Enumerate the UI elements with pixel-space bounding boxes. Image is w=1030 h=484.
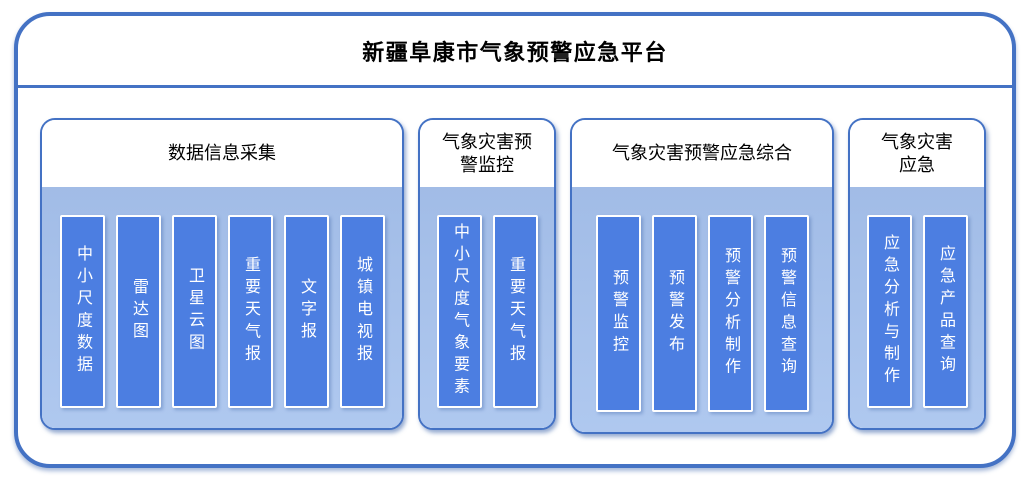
- section-body: 应急分析与制作 应急产品查询: [850, 187, 984, 428]
- section-body: 中小尺度气象要素 重要天气报: [420, 187, 554, 428]
- section-warning-emergency-comprehensive: 气象灾害预警应急综合 预警监控 预警发布 预警分析制作 预警信息查询: [570, 118, 834, 434]
- module-box: 重要天气报: [227, 215, 273, 408]
- module-box: 中小尺度气象要素: [436, 215, 482, 408]
- section-header: 气象灾害预警应急综合: [572, 120, 832, 187]
- module-label: 预警信息查询: [778, 247, 795, 380]
- section-data-collection: 数据信息采集 中小尺度数据 雷达图 卫星云图 重要天气报 文字报 城镇电视报: [40, 118, 404, 430]
- module-box: 应急分析与制作: [866, 215, 912, 408]
- section-disaster-warning-monitoring: 气象灾害预 警监控 中小尺度气象要素 重要天气报: [418, 118, 556, 430]
- section-disaster-emergency: 气象灾害 应急 应急分析与制作 应急产品查询: [848, 118, 986, 430]
- section-title: 数据信息采集: [168, 143, 276, 164]
- section-header: 数据信息采集: [42, 120, 402, 187]
- module-box: 卫星云图: [171, 215, 217, 408]
- module-box: 雷达图: [115, 215, 161, 408]
- module-label: 重要天气报: [242, 256, 259, 367]
- module-box: 预警分析制作: [707, 215, 753, 412]
- section-header: 气象灾害 应急: [850, 120, 984, 187]
- section-header: 气象灾害预 警监控: [420, 120, 554, 187]
- module-box: 预警监控: [595, 215, 641, 412]
- module-box: 城镇电视报: [339, 215, 385, 408]
- section-title: 气象灾害预 警监控: [442, 132, 532, 175]
- module-box: 中小尺度数据: [59, 215, 105, 408]
- module-label: 重要天气报: [507, 256, 524, 367]
- section-body: 预警监控 预警发布 预警分析制作 预警信息查询: [572, 187, 832, 432]
- module-box: 重要天气报: [492, 215, 538, 408]
- module-box: 预警信息查询: [763, 215, 809, 412]
- module-label: 预警发布: [666, 269, 683, 358]
- page-title: 新疆阜康市气象预警应急平台: [18, 16, 1012, 88]
- module-label: 文字报: [298, 278, 315, 345]
- module-label: 预警监控: [610, 269, 627, 358]
- module-box: 预警发布: [651, 215, 697, 412]
- section-title: 气象灾害 应急: [881, 132, 953, 175]
- module-label: 应急产品查询: [937, 245, 954, 378]
- module-label: 应急分析与制作: [881, 234, 898, 389]
- module-box: 文字报: [283, 215, 329, 408]
- module-label: 中小尺度气象要素: [451, 223, 468, 400]
- sections-row: 数据信息采集 中小尺度数据 雷达图 卫星云图 重要天气报 文字报 城镇电视报 气象灾害预 …: [40, 118, 986, 434]
- section-title: 气象灾害预警应急综合: [612, 143, 792, 164]
- section-body: 中小尺度数据 雷达图 卫星云图 重要天气报 文字报 城镇电视报: [42, 187, 402, 428]
- module-label: 中小尺度数据: [74, 245, 91, 378]
- module-label: 卫星云图: [186, 267, 203, 356]
- module-box: 应急产品查询: [922, 215, 968, 408]
- module-label: 雷达图: [130, 278, 147, 345]
- module-label: 预警分析制作: [722, 247, 739, 380]
- module-label: 城镇电视报: [354, 256, 371, 367]
